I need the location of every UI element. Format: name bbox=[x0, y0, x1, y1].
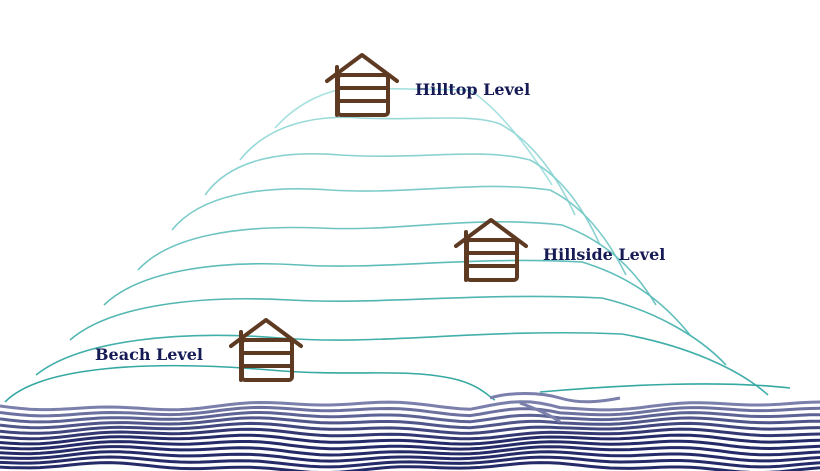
house-icon-beach bbox=[229, 318, 303, 382]
hill-contour-line bbox=[69, 295, 727, 366]
hill-contour-line bbox=[171, 185, 627, 276]
wave-line bbox=[0, 400, 820, 412]
hill-contour-line bbox=[204, 152, 601, 246]
wave-line bbox=[0, 416, 820, 430]
hill-contours bbox=[4, 87, 791, 403]
wave-line bbox=[0, 427, 820, 441]
hill-contour-line bbox=[239, 116, 576, 216]
house-icon-hillside bbox=[454, 218, 528, 282]
hill-contour-line bbox=[274, 87, 553, 186]
wave-line bbox=[0, 439, 820, 451]
wave-line bbox=[0, 421, 820, 435]
wave-line bbox=[0, 450, 820, 463]
label-hilltop-level: Hilltop Level bbox=[415, 80, 531, 99]
sea-waves bbox=[0, 392, 820, 471]
house-icon-hilltop bbox=[325, 53, 399, 117]
wave-line bbox=[0, 405, 820, 418]
hill-contour-line bbox=[4, 364, 791, 403]
wave-line bbox=[0, 445, 820, 457]
wave-line bbox=[0, 461, 820, 471]
label-beach-level: Beach Level bbox=[95, 345, 203, 364]
wave-line bbox=[0, 410, 820, 424]
hill-contour-line bbox=[103, 259, 691, 336]
label-hillside-level: Hillside Level bbox=[543, 245, 666, 264]
hill-contour-line bbox=[35, 331, 769, 396]
wave-curl bbox=[489, 392, 621, 424]
hill-contour-line bbox=[137, 221, 657, 306]
wave-line bbox=[0, 455, 820, 469]
wave-line bbox=[0, 433, 820, 446]
